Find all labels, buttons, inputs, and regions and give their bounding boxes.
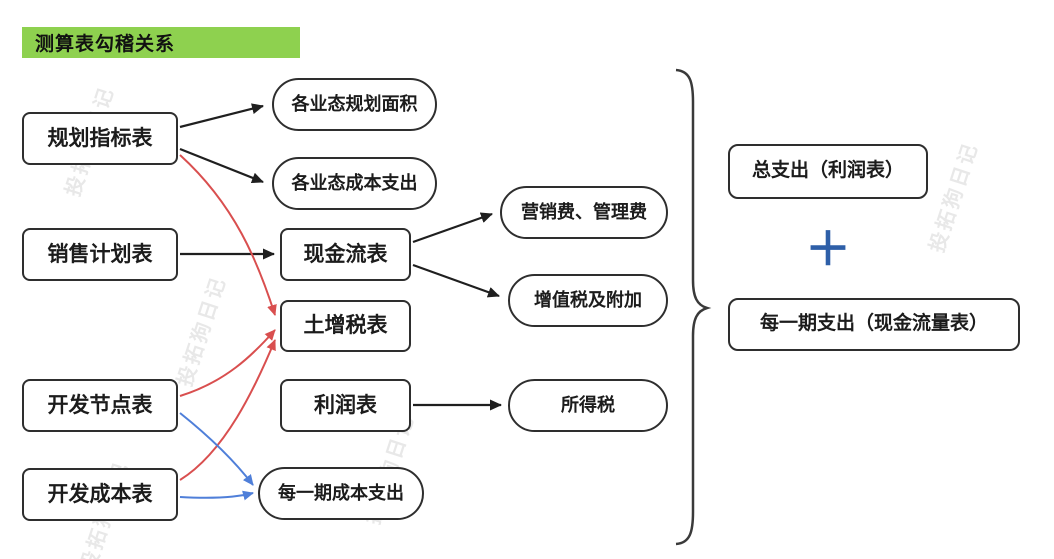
arrow-devnode-to-periodcost (179, 412, 254, 486)
arrow-cashflow-to-marketing (412, 212, 493, 244)
node-sales-plan-table: 销售计划表 (22, 228, 178, 281)
node-dev-cost-table: 开发成本表 (22, 468, 178, 521)
node-cash-flow-table: 现金流表 (280, 228, 411, 281)
arrow-planning-to-planned-area (179, 103, 264, 129)
node-vat-and-surcharge: 增值税及附加 (508, 274, 668, 327)
plus-sign: ＋ (805, 223, 851, 275)
node-income-tax: 所得税 (508, 379, 668, 432)
node-total-expense: 总支出（利润表） (728, 144, 928, 199)
node-period-expense: 每一期支出（现金流量表） (728, 298, 1020, 351)
node-period-cost-expense: 每一期成本支出 (258, 467, 424, 520)
node-land-vat-table: 土增税表 (280, 300, 411, 352)
node-dev-node-table: 开发节点表 (22, 379, 178, 432)
arrow-planning-to-cost-expense (179, 147, 264, 184)
page-title: 测算表勾稽关系 (22, 27, 300, 58)
node-format-cost-expense: 各业态成本支出 (272, 157, 437, 210)
node-marketing-admin-fee: 营销费、管理费 (500, 186, 668, 239)
node-format-planned-area: 各业态规划面积 (272, 78, 437, 131)
node-planning-indicator-table: 规划指标表 (22, 112, 178, 165)
node-profit-table: 利润表 (280, 379, 411, 432)
arrow-devcost-to-periodcost (179, 490, 254, 501)
arrow-cashflow-to-vat (412, 263, 500, 298)
watermark-text: 投拓狗日记 (926, 139, 983, 256)
curly-brace (675, 68, 712, 546)
